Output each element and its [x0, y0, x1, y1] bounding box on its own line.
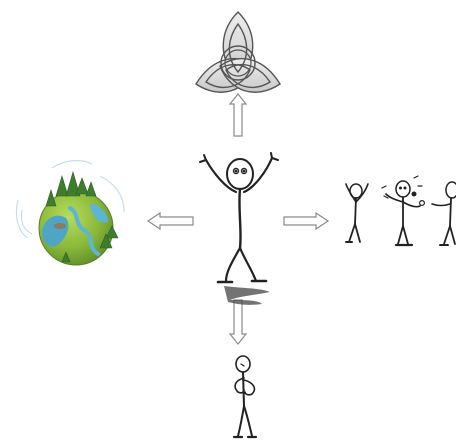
arrow-up-icon [230, 94, 246, 136]
earth-globe-with-trees-icon [16, 161, 124, 265]
figure-shadow [224, 286, 270, 305]
arrow-down-icon [230, 300, 246, 344]
stick-figures-interacting-icon [346, 176, 456, 245]
triquetra-knot-icon [196, 12, 280, 92]
happy-stick-figure-icon [200, 153, 278, 282]
arrow-right-icon [284, 213, 328, 229]
thinking-stick-figure-icon [234, 356, 256, 437]
arrow-left-icon [148, 213, 193, 229]
